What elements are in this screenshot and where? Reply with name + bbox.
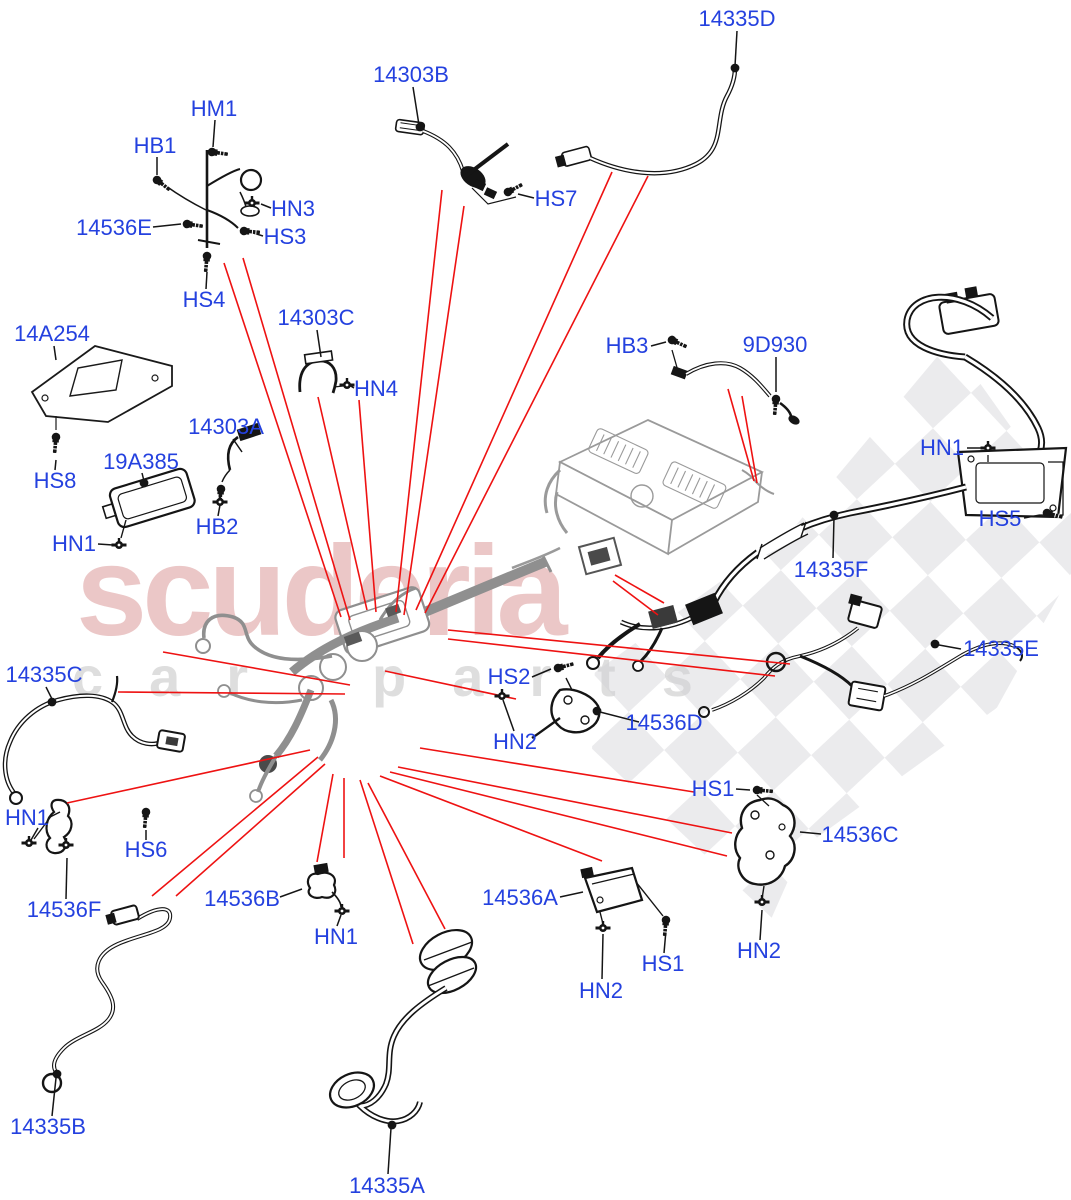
part-label-hs7[interactable]: HS7	[534, 186, 578, 211]
bolt-icon	[239, 226, 261, 236]
part-label-14335b[interactable]: 14335B	[10, 1114, 86, 1139]
nut-icon	[334, 904, 350, 915]
part-label-hn2-bottom-right[interactable]: HN2	[736, 938, 782, 963]
part-label-hn1-module[interactable]: HN1	[51, 531, 97, 556]
part-label-hs1-mid[interactable]: HS1	[691, 776, 735, 801]
nut-icon	[58, 838, 74, 849]
part-label-14536a[interactable]: 14536A	[482, 885, 558, 910]
bolt-icon	[152, 175, 171, 191]
part-label-hm1[interactable]: HM1	[190, 96, 238, 121]
bolt-icon	[752, 785, 774, 795]
part-label-hb2[interactable]: HB2	[195, 514, 239, 539]
part-label-hn4[interactable]: HN4	[353, 376, 399, 401]
bolt-icon	[771, 394, 781, 416]
bracket-14536d-drawing	[531, 677, 601, 739]
part-label-hs3[interactable]: HS3	[263, 224, 307, 249]
nut-icon	[212, 495, 228, 506]
part-label-14303a[interactable]: 14303A	[188, 414, 264, 439]
part-label-hn2-bottom-mid[interactable]: HN2	[578, 978, 624, 1003]
cable-9d930-drawing	[670, 349, 800, 425]
part-label-14335a[interactable]: 14335A	[349, 1173, 425, 1198]
part-label-hn1-bottom-left[interactable]: HN1	[4, 805, 50, 830]
leader-dots	[47, 63, 940, 1130]
bolt-icon	[141, 807, 151, 829]
part-label-14303b[interactable]: 14303B	[373, 62, 449, 87]
part-label-14536c[interactable]: 14536C	[821, 822, 899, 847]
part-label-14536f[interactable]: 14536F	[26, 897, 102, 922]
bracket-14303c-drawing	[298, 350, 344, 394]
part-label-19a385[interactable]: 19A385	[103, 449, 179, 474]
part-label-hn2-center[interactable]: HN2	[492, 729, 538, 754]
nut-icon	[111, 538, 127, 549]
harness-14335d-drawing	[554, 67, 738, 176]
part-label-14335d[interactable]: 14335D	[698, 6, 776, 31]
part-label-hs2[interactable]: HS2	[487, 664, 531, 689]
bolt-icon	[503, 183, 523, 197]
part-label-14536b[interactable]: 14536B	[204, 886, 280, 911]
bolt-icon	[202, 251, 212, 273]
part-label-hs6[interactable]: HS6	[124, 837, 168, 862]
bolt-icon	[182, 219, 203, 229]
harness-14303b-drawing	[394, 118, 517, 205]
part-label-hb1[interactable]: HB1	[133, 133, 177, 158]
battery-pack-drawing	[511, 419, 775, 576]
bolt-icon	[661, 915, 671, 937]
nut-icon	[980, 441, 996, 452]
bolt-icon	[667, 335, 687, 349]
part-label-hs5[interactable]: HS5	[978, 506, 1022, 531]
fastener-glyphs	[21, 147, 1063, 937]
cable-14335c-drawing	[2, 675, 186, 805]
nut-icon	[244, 196, 260, 207]
bracket-14536a-drawing	[580, 866, 664, 925]
part-label-14a254[interactable]: 14A254	[14, 321, 90, 346]
part-label-14335f[interactable]: 14335F	[793, 557, 869, 582]
part-label-hb3[interactable]: HB3	[605, 333, 649, 358]
part-label-hs1-bottom[interactable]: HS1	[641, 951, 685, 976]
part-label-14335c[interactable]: 14335C	[5, 662, 83, 687]
part-label-hs4[interactable]: HS4	[182, 287, 226, 312]
black-leader-lines	[30, 30, 1041, 1175]
nut-icon	[754, 895, 770, 906]
part-label-14536e[interactable]: 14536E	[76, 215, 152, 240]
bolt-icon	[1042, 508, 1063, 519]
bolt-icon	[51, 432, 61, 454]
part-label-14303c[interactable]: 14303C	[277, 305, 355, 330]
bolt-icon	[207, 147, 228, 157]
bracket-14a254-drawing	[30, 345, 173, 430]
misc-detail-lines	[756, 455, 989, 807]
cable-14335b-drawing	[41, 904, 173, 1094]
cable-14303a-drawing	[221, 422, 262, 483]
nut-icon	[339, 378, 355, 389]
nut-icon	[21, 836, 37, 847]
part-label-hs8[interactable]: HS8	[33, 468, 77, 493]
bolt-icon	[553, 662, 574, 673]
harness-14335a-drawing	[328, 928, 478, 1125]
harness-14335f-drawing	[586, 286, 1068, 672]
nut-icon	[494, 689, 510, 700]
part-label-hn1-right[interactable]: HN1	[919, 435, 965, 460]
part-label-9d930[interactable]: 9D930	[742, 332, 808, 357]
nut-icon	[595, 921, 611, 932]
part-label-14335e[interactable]: 14335E	[963, 636, 1039, 661]
part-label-hn1-bottom-mid[interactable]: HN1	[313, 924, 359, 949]
red-leader-lines	[66, 171, 791, 945]
module-19a385-drawing	[101, 467, 196, 539]
part-label-14536d[interactable]: 14536D	[625, 710, 703, 735]
part-label-hn3[interactable]: HN3	[270, 196, 316, 221]
